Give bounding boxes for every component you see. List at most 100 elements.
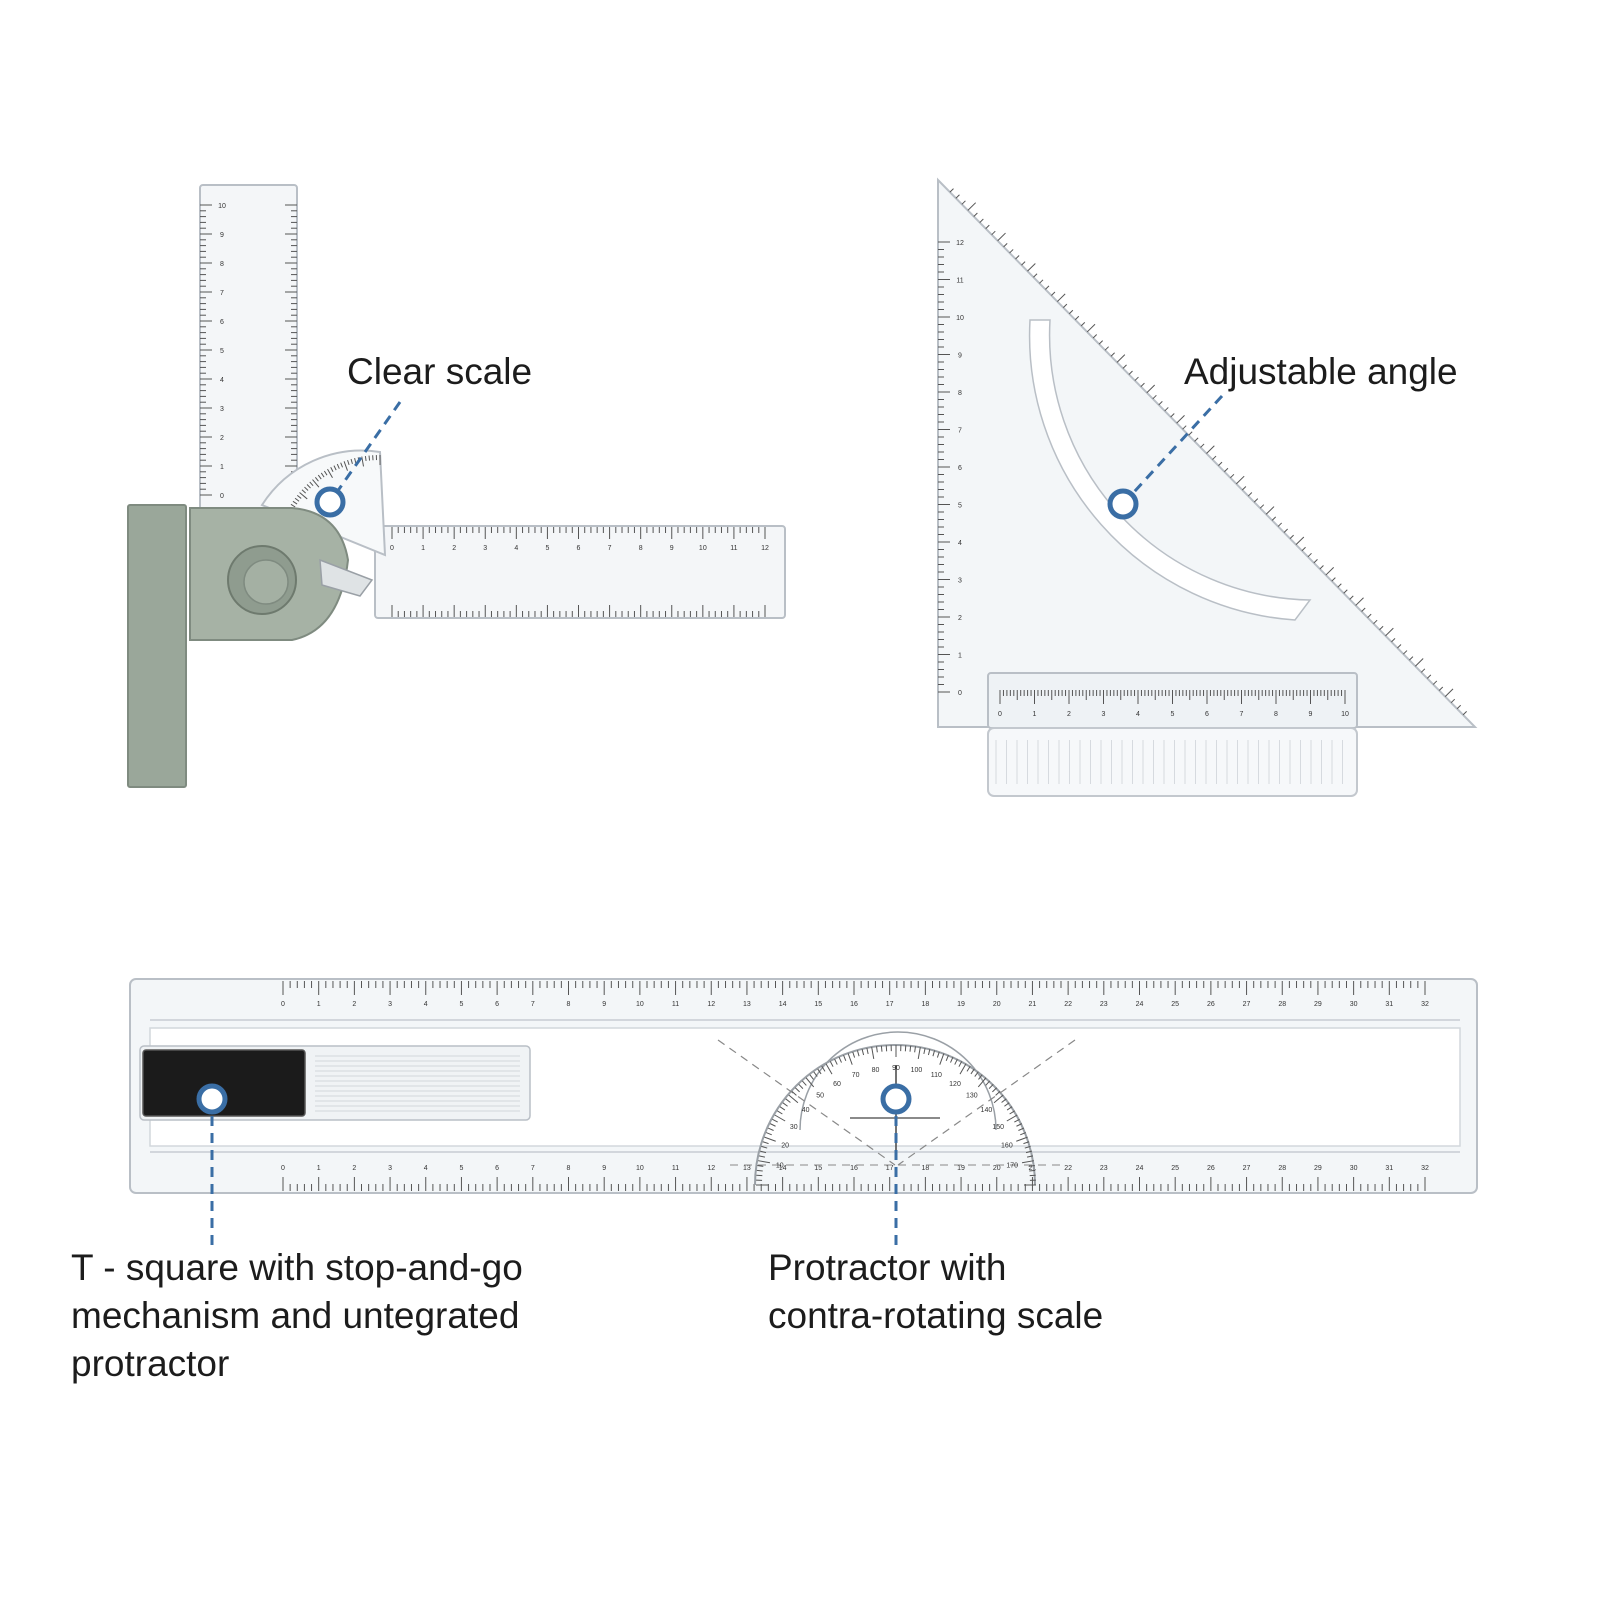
- protractor-degree-number: 80: [872, 1067, 880, 1074]
- vertical-arm-number: 6: [220, 319, 224, 326]
- hotspots: [196, 486, 1139, 1115]
- scale-tick: [1438, 686, 1444, 691]
- set-square-side-number: 8: [958, 390, 962, 397]
- callout-protractor-line-1: Protractor with: [768, 1247, 1007, 1288]
- set-square-side-number: 1: [958, 653, 962, 660]
- protractor-tick: [945, 1055, 949, 1061]
- scale-tick: [1146, 384, 1156, 394]
- scale-tick: [1283, 528, 1288, 533]
- long-ruler-top-number: 20: [993, 1001, 1001, 1008]
- long-ruler-bottom-number: 1: [317, 1165, 321, 1172]
- scale-tick: [1420, 668, 1426, 673]
- scale-tick: [979, 218, 984, 223]
- protractor-tick: [292, 500, 298, 505]
- long-ruler-top-number: 16: [850, 1001, 858, 1008]
- scale-tick: [1313, 559, 1318, 564]
- protractor-tick: [757, 1165, 764, 1167]
- scale-tick: [1230, 473, 1235, 479]
- protractor-tick: [340, 462, 344, 468]
- scale-tick: [1104, 346, 1109, 351]
- long-ruler-top-number: 10: [636, 1001, 644, 1008]
- vertical-arm-number: 1: [220, 464, 224, 471]
- hotspot-ring-icon[interactable]: [880, 1083, 912, 1115]
- long-ruler-bottom-number: 21: [1029, 1165, 1037, 1172]
- scale-tick: [1200, 443, 1205, 448]
- scale-tick: [1164, 407, 1169, 412]
- protractor-tick: [788, 1094, 799, 1104]
- protractor-degree-number: 170: [1006, 1163, 1018, 1170]
- scale-tick: [1218, 461, 1223, 467]
- stop-and-go-button[interactable]: [142, 1049, 306, 1117]
- protractor-tick: [760, 1150, 767, 1154]
- protractor-degree-number: 160: [1001, 1143, 1013, 1150]
- protractor-tick: [995, 1090, 1001, 1096]
- long-ruler-bottom-number: 32: [1421, 1165, 1429, 1172]
- protractor-tick: [1009, 1110, 1015, 1115]
- long-ruler-bottom-number: 20: [993, 1165, 1001, 1172]
- protractor-tick: [978, 1074, 983, 1080]
- long-ruler-bottom-number: 2: [352, 1165, 356, 1172]
- scale-tick: [1271, 516, 1277, 521]
- long-ruler-top-number: 6: [495, 1001, 499, 1008]
- horizontal-arm-number: 4: [514, 545, 518, 552]
- protractor-tick: [1024, 1145, 1031, 1149]
- protractor-tick: [954, 1058, 958, 1065]
- set-square-side-number: 0: [958, 690, 962, 697]
- protractor-degree-number: 100: [911, 1067, 923, 1074]
- scale-tick: [997, 232, 1006, 242]
- scale-tick: [1045, 285, 1050, 290]
- scale-tick: [1176, 415, 1185, 424]
- scale-tick: [973, 212, 978, 217]
- set-square-side-number: 9: [958, 353, 962, 360]
- scale-tick: [1062, 303, 1068, 308]
- long-ruler-bottom-number: 29: [1314, 1165, 1322, 1172]
- protractor-tick: [304, 486, 309, 491]
- vertical-arm-number: 7: [220, 290, 224, 297]
- long-ruler-top-number: 13: [743, 1001, 751, 1008]
- protractor-tick: [327, 468, 333, 478]
- protractor-tick: [876, 1046, 878, 1053]
- clamp-bar: [127, 504, 187, 788]
- scale-tick: [955, 194, 960, 199]
- protractor-tick: [993, 1094, 1004, 1104]
- protractor-tick: [977, 1077, 987, 1088]
- horizontal-arm-number: 3: [483, 545, 487, 552]
- long-ruler-bottom-number: 15: [814, 1165, 822, 1172]
- long-ruler-top-number: 23: [1100, 1001, 1108, 1008]
- set-square-side-number: 12: [956, 240, 964, 247]
- hotspot-ring-icon[interactable]: [1107, 488, 1139, 520]
- long-ruler-top-number: 3: [388, 1001, 392, 1008]
- protractor-tick: [368, 455, 371, 461]
- horizontal-arm-number: 1: [421, 545, 425, 552]
- scale-tick: [1194, 437, 1199, 442]
- callout-t-square-line-3: protractor: [71, 1343, 230, 1384]
- scale-tick: [1182, 425, 1187, 430]
- set-square-base-number: 9: [1309, 711, 1313, 718]
- set-square-base-number: 2: [1067, 711, 1071, 718]
- vertical-arm-number: 3: [220, 406, 224, 413]
- long-ruler-bottom-number: 22: [1064, 1165, 1072, 1172]
- protractor-tick: [354, 457, 357, 464]
- set-square-grip[interactable]: [987, 727, 1358, 797]
- protractor-tick: [306, 484, 311, 489]
- long-ruler-top-number: 4: [424, 1001, 428, 1008]
- horizontal-arm: [374, 525, 786, 619]
- protractor-degree-number: 150: [992, 1124, 1004, 1131]
- scale-tick: [1343, 589, 1348, 594]
- scale-tick: [1409, 656, 1414, 661]
- long-ruler-top-number: 14: [779, 1001, 787, 1008]
- protractor-degree-number: 20: [781, 1143, 789, 1150]
- protractor-tick: [1021, 1160, 1034, 1164]
- protractor-tick: [861, 1049, 865, 1056]
- protractor-tick: [1025, 1150, 1032, 1154]
- scale-tick: [1403, 650, 1408, 655]
- protractor-tick: [330, 467, 334, 472]
- protractor-tick: [290, 503, 296, 508]
- lock-lever[interactable]: [319, 558, 374, 597]
- protractor-tick: [927, 1049, 931, 1056]
- hotspot-ring-icon[interactable]: [196, 1083, 228, 1115]
- hotspot-ring-icon[interactable]: [314, 486, 346, 518]
- scale-tick: [1444, 688, 1454, 697]
